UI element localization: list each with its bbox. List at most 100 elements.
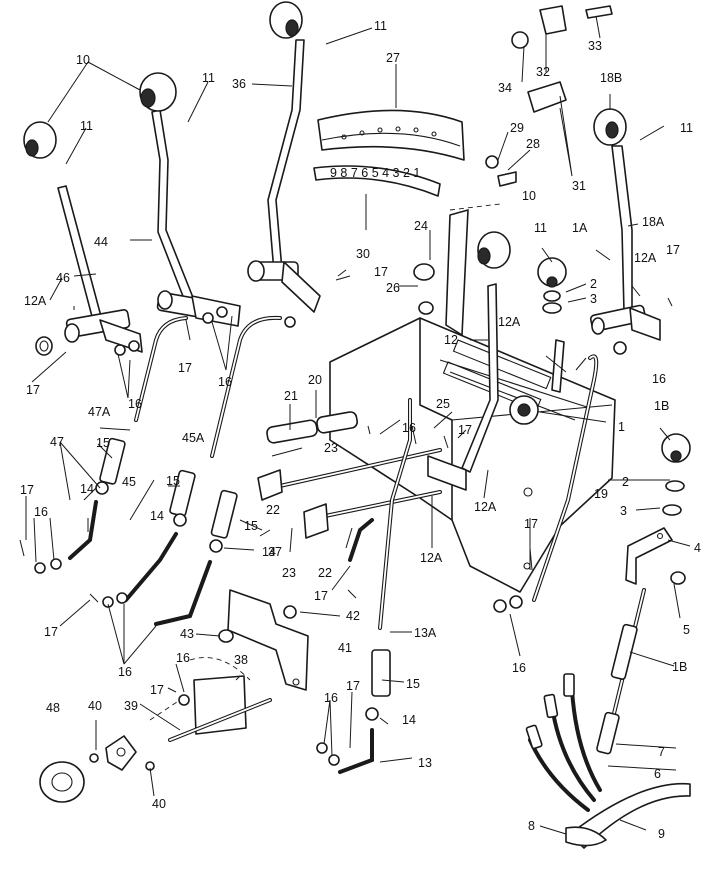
callout-label: 17 (524, 517, 538, 531)
callout-label: 12A (420, 551, 443, 565)
callout-label: 11 (202, 71, 215, 85)
callout-label: 8 (528, 819, 535, 833)
callout-label: 19 (594, 487, 608, 501)
callout-label: 23 (282, 566, 296, 580)
callout-label: 26 (386, 281, 400, 295)
lever-12 (461, 231, 511, 473)
callout-label: 45 (122, 475, 136, 489)
callout-label: 17 (458, 423, 472, 437)
callout-label: 21 (284, 389, 298, 403)
callout-label: 39 (124, 699, 138, 713)
callout-label: 48 (46, 701, 60, 715)
callout-label: 17 (44, 625, 58, 639)
callout-label: 32 (536, 65, 550, 79)
callout-label: 16 (402, 421, 416, 435)
callout-label: 7 (658, 745, 665, 759)
callout-label: 6 (654, 767, 661, 781)
callout-label: 29 (510, 121, 524, 135)
callout-labels: 1 1A 1B 1B 2 2 3 3 4 5 6 7 8 9 10 10 11 … (20, 19, 701, 841)
bracket-4 (625, 527, 673, 585)
callout-label: 1B (654, 399, 669, 413)
callout-label: 14 (80, 482, 94, 496)
bushing-12A-left (35, 336, 53, 356)
quadrant-scale: 9 8 7 6 5 4 3 2 1 (313, 165, 441, 197)
knob-18B (593, 108, 627, 146)
callout-label: 17 (314, 589, 328, 603)
knob-10-middle (139, 72, 177, 112)
washers-16 (34, 306, 627, 766)
callout-label: 41 (338, 641, 352, 655)
callout-label: 3 (590, 292, 597, 306)
callout-label: 2 (622, 475, 629, 489)
callout-label: 22 (266, 503, 280, 517)
lever-18A (589, 145, 661, 341)
callout-label: 47 (50, 435, 64, 449)
callout-label: 24 (414, 219, 428, 233)
hose-assembly (525, 673, 691, 849)
nuts-14 (95, 481, 379, 721)
control-rods (68, 315, 412, 774)
leader-lines (25, 15, 691, 835)
callout-label: 1A (572, 221, 588, 235)
callout-label: 33 (588, 39, 602, 53)
callout-label: 17 (178, 361, 192, 375)
callout-label: 10 (76, 53, 90, 67)
callout-label: 16 (512, 661, 526, 675)
callout-label: 14 (262, 545, 276, 559)
bolt-42 (283, 605, 297, 619)
quadrant-cover (317, 109, 465, 161)
callout-label: 28 (526, 137, 540, 151)
cable-1B (596, 571, 686, 755)
cover-bolt-holes (341, 126, 437, 140)
callout-label: 15 (96, 436, 110, 450)
screws-40 (89, 753, 155, 771)
callout-label: 11 (534, 221, 547, 235)
callout-label: 1B (672, 660, 687, 674)
callout-label: 17 (150, 683, 164, 697)
bracket-41 (227, 589, 309, 691)
callout-label: 13 (418, 756, 432, 770)
quadrant-scale-markings: 9 8 7 6 5 4 3 2 1 (330, 166, 420, 180)
callout-label: 4 (694, 541, 701, 555)
lever-rod-19 (532, 354, 599, 602)
callout-label: 12A (634, 251, 657, 265)
callout-label: 12 (444, 333, 458, 347)
callout-label: 1 (618, 420, 625, 434)
callout-label: 2 (590, 277, 597, 291)
knob-10-left (23, 121, 57, 159)
callout-label: 25 (436, 397, 450, 411)
callout-label: 45A (182, 431, 205, 445)
callout-label: 17 (666, 243, 680, 257)
callout-label: 11 (374, 19, 387, 33)
quadrant-plate (445, 209, 469, 336)
lever-44 (151, 109, 241, 327)
callout-label: 17 (374, 265, 388, 279)
callout-label: 5 (683, 623, 690, 637)
shaft-38 (168, 675, 272, 742)
knob-1B (661, 433, 691, 516)
callout-label: 16 (176, 651, 190, 665)
cross-shaft-upper (257, 448, 467, 501)
callout-label: 15 (244, 519, 258, 533)
hardware-31-34 (413, 5, 613, 315)
knob-10-top (269, 1, 303, 39)
callout-label: 12A (498, 315, 521, 329)
turnbuckles-15 (99, 437, 391, 697)
callout-label: 16 (218, 375, 232, 389)
callout-label: 40 (88, 699, 102, 713)
lever-36 (247, 39, 321, 313)
cross-shaft-lower (303, 490, 442, 539)
callout-label: 17 (26, 383, 40, 397)
callout-label: 40 (152, 797, 166, 811)
callout-label: 34 (498, 81, 512, 95)
callout-label: 15 (406, 677, 420, 691)
callout-label: 13A (414, 626, 437, 640)
callout-label: 16 (118, 665, 132, 679)
lever-46 (57, 185, 143, 353)
callout-label: 16 (324, 691, 338, 705)
flange-39 (105, 735, 137, 771)
callout-label: 14 (402, 713, 416, 727)
callout-label: 44 (94, 235, 108, 249)
